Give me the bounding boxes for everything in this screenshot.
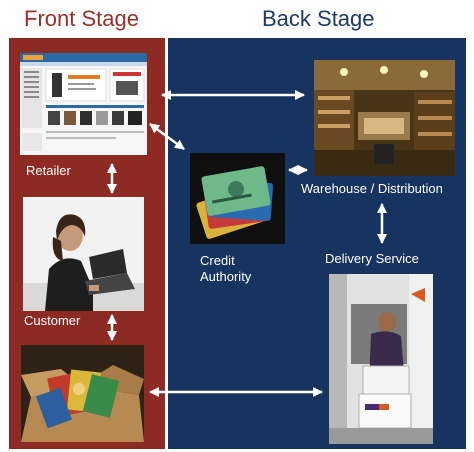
retailer-website-image xyxy=(20,53,147,155)
customer-image xyxy=(23,197,144,311)
delivery-graphic xyxy=(329,274,433,444)
retailer-website-graphic xyxy=(20,53,147,155)
credit-authority-label-line2: Authority xyxy=(200,269,252,284)
warehouse-graphic xyxy=(314,60,455,176)
customer-graphic xyxy=(23,197,144,311)
warehouse-image xyxy=(314,60,455,176)
customer-label: Customer xyxy=(24,313,81,328)
delivery-service-label: Delivery Service xyxy=(325,251,419,266)
delivery-image xyxy=(329,274,433,444)
package-image xyxy=(21,345,144,442)
front-stage-header: Front Stage xyxy=(24,6,139,31)
retailer-label: Retailer xyxy=(26,163,71,178)
warehouse-label: Warehouse / Distribution xyxy=(301,181,443,196)
back-stage-header: Back Stage xyxy=(262,6,375,31)
credit-authority-label-line1: Credit xyxy=(200,253,235,268)
package-graphic xyxy=(21,345,144,442)
credit-cards-image xyxy=(190,153,285,244)
credit-cards-graphic xyxy=(190,153,285,244)
